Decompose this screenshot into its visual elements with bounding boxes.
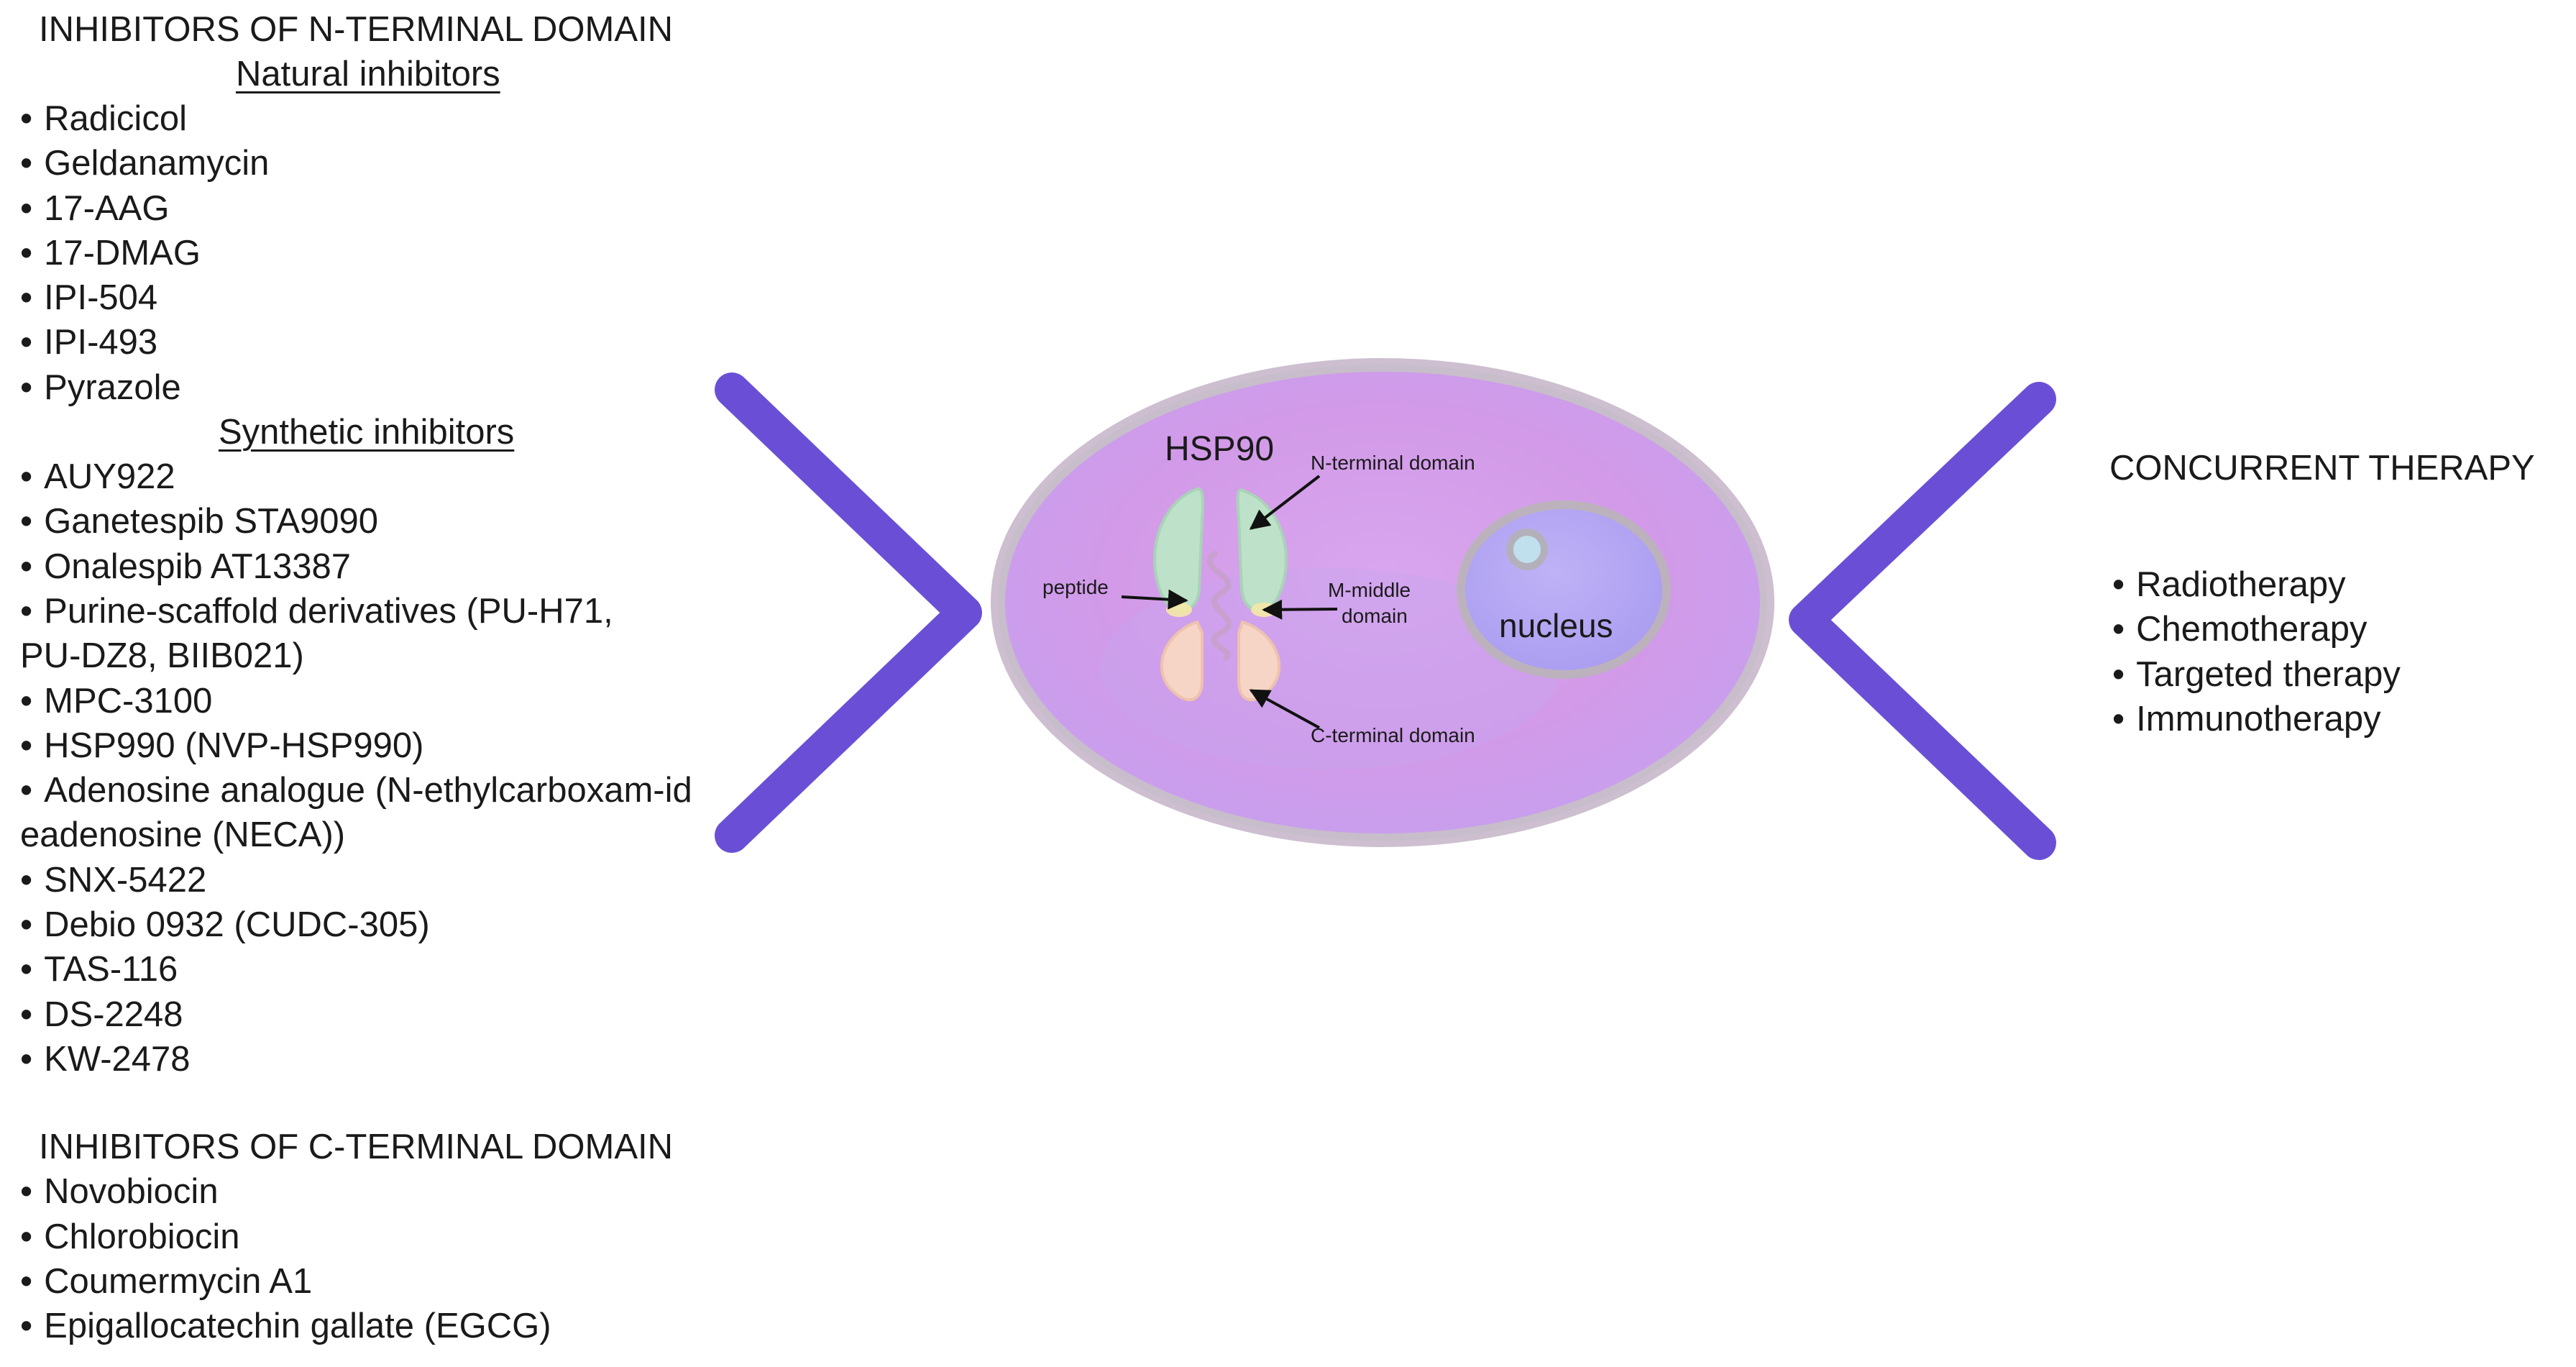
n-domain-label: N-terminal domain bbox=[1311, 452, 1475, 474]
peptide-arrow bbox=[1121, 589, 1188, 610]
synthetic-inhibitors-list: AUY922 Ganetespib STA9090 Onalespib AT13… bbox=[20, 454, 739, 1082]
n-terminal-title: INHIBITORS OF N-TERMINAL DOMAIN bbox=[39, 10, 674, 49]
list-item: Adenosine analogue (N-ethylcarboxam-idea… bbox=[20, 768, 710, 858]
list-item: IPI-493 bbox=[20, 320, 739, 365]
list-item: TAS-116 bbox=[20, 947, 739, 992]
cell bbox=[991, 358, 1774, 847]
natural-inhibitors-list: Radicicol Geldanamycin 17-AAG 17-DMAG IP… bbox=[20, 96, 739, 410]
list-item: Chemotherapy bbox=[2112, 607, 2570, 652]
synthetic-inhibitors-title: Synthetic inhibitors bbox=[219, 413, 515, 452]
list-item: DS-2248 bbox=[20, 992, 739, 1037]
natural-inhibitors-title: Natural inhibitors bbox=[236, 55, 500, 93]
hsp90-label: HSP90 bbox=[1165, 430, 1274, 468]
nucleus bbox=[1457, 500, 1671, 679]
list-item: Targeted therapy bbox=[2112, 652, 2570, 697]
m-domain-label-line1: M-middle bbox=[1328, 579, 1411, 601]
peptide-label: peptide bbox=[1042, 576, 1109, 598]
list-item: Epigallocatechin gallate (EGCG) bbox=[20, 1304, 739, 1348]
inhibitors-column: INHIBITORS OF N-TERMINAL DOMAIN Natural … bbox=[20, 0, 739, 1348]
c-terminal-title: INHIBITORS OF C-TERMINAL DOMAIN bbox=[39, 1128, 674, 1167]
right-chevron bbox=[1789, 382, 2056, 860]
list-item: Coumermycin A1 bbox=[20, 1259, 739, 1304]
peptide-chain bbox=[1206, 551, 1232, 661]
list-item: Debio 0932 (CUDC-305) bbox=[20, 902, 739, 947]
left-chevron bbox=[715, 372, 982, 853]
concurrent-therapy-list: Radiotherapy Chemotherapy Targeted thera… bbox=[2112, 562, 2570, 741]
list-item: Radiotherapy bbox=[2112, 562, 2570, 607]
list-item: MPC-3100 bbox=[20, 679, 739, 723]
list-item: 17-DMAG bbox=[20, 231, 739, 275]
c-domain-left bbox=[1160, 620, 1204, 702]
list-item: Pyrazole bbox=[20, 365, 739, 410]
c-domain-arrow bbox=[1249, 689, 1320, 729]
list-item: KW-2478 bbox=[20, 1037, 739, 1082]
list-item: Chlorobiocin bbox=[20, 1215, 739, 1259]
c-terminal-inhibitors-list: Novobiocin Chlorobiocin Coumermycin A1 E… bbox=[20, 1169, 739, 1348]
list-item: Geldanamycin bbox=[20, 141, 739, 186]
list-item: Ganetespib STA9090 bbox=[20, 499, 739, 544]
n-domain-arrow bbox=[1249, 475, 1321, 530]
list-item: Novobiocin bbox=[20, 1169, 739, 1214]
list-item: Onalespib AT13387 bbox=[20, 544, 739, 589]
nucleolus bbox=[1506, 529, 1548, 570]
nucleus-label: nucleus bbox=[1499, 607, 1613, 644]
list-item: AUY922 bbox=[20, 454, 739, 499]
list-item: SNX-5422 bbox=[20, 858, 739, 902]
list-item: HSP990 (NVP-HSP990) bbox=[20, 723, 739, 768]
list-item: Immunotherapy bbox=[2112, 697, 2570, 741]
m-domain-label-line2: domain bbox=[1342, 605, 1408, 627]
list-item: 17-AAG bbox=[20, 186, 739, 231]
concurrent-therapy-title: CONCURRENT THERAPY bbox=[2109, 449, 2535, 488]
concurrent-therapy-column: CONCURRENT THERAPY Radiotherapy Chemothe… bbox=[2109, 446, 2570, 741]
list-item: Purine-scaffold derivatives (PU-H71, PU-… bbox=[20, 589, 667, 679]
list-item: Radicicol bbox=[20, 96, 739, 141]
m-domain-arrow bbox=[1262, 599, 1338, 620]
c-domain-label: C-terminal domain bbox=[1311, 724, 1475, 746]
list-item: IPI-504 bbox=[20, 275, 739, 320]
